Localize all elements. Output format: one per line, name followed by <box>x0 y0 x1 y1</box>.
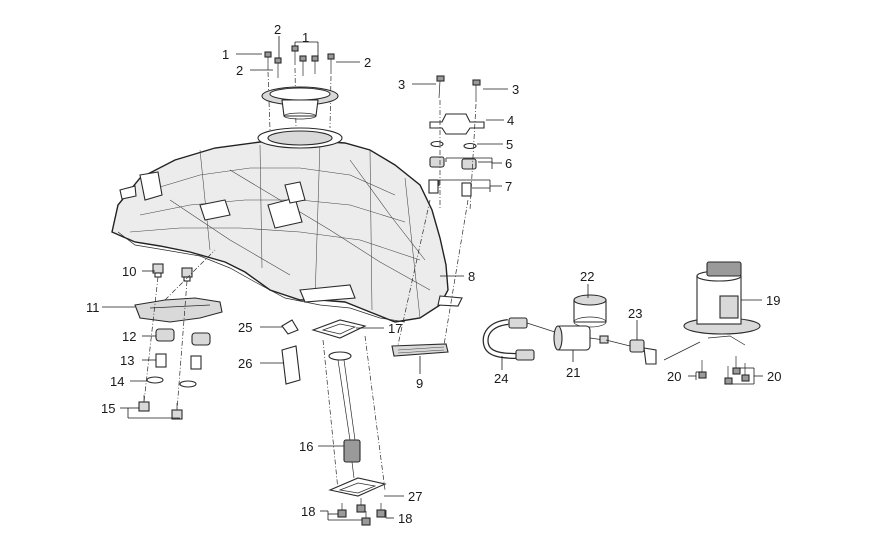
callout-21: 21 <box>566 365 580 380</box>
callout-3: 3 <box>512 82 519 97</box>
callout-6: 6 <box>505 156 512 171</box>
callout-8: 8 <box>468 269 475 284</box>
part-4-bracket <box>429 113 485 135</box>
part-13-collar <box>155 353 202 370</box>
callout-25: 25 <box>238 320 252 335</box>
callout-23: 23 <box>628 306 642 321</box>
callout-12: 12 <box>122 329 136 344</box>
bolt <box>311 55 319 74</box>
part-1-2-cap-bolts <box>264 45 335 131</box>
part-23-elbow-connector <box>605 339 657 365</box>
callout-2: 2 <box>274 22 281 37</box>
part-22-clamp <box>573 294 607 328</box>
part-3-long-bolts <box>436 75 481 102</box>
part-17-gasket-plate <box>311 319 367 339</box>
bolt <box>274 57 282 78</box>
bolt <box>299 55 307 76</box>
callout-4: 4 <box>507 113 514 128</box>
part-7-collar <box>428 179 472 197</box>
callout-15: 15 <box>101 401 115 416</box>
bolt <box>291 45 299 65</box>
callout-19: 19 <box>766 293 780 308</box>
callout-24: 24 <box>494 371 508 386</box>
part-20-screws <box>698 356 750 385</box>
callout-16: 16 <box>299 439 313 454</box>
callout-1: 1 <box>222 47 229 62</box>
callout-3: 3 <box>398 77 405 92</box>
part-11-bracket <box>134 297 223 323</box>
part-12-grommet <box>155 328 211 346</box>
callout-14: 14 <box>110 374 124 389</box>
leader-lines <box>102 36 763 521</box>
part-15-bolt <box>138 395 183 420</box>
callout-2: 2 <box>364 55 371 70</box>
part-21-fuel-filter <box>526 322 609 351</box>
part-27-base-plate <box>328 477 387 497</box>
callout-17: 17 <box>388 321 402 336</box>
part-25-clip <box>281 319 299 335</box>
fuel-tank <box>111 127 463 323</box>
fuel-cap <box>261 86 339 120</box>
part-18-screws <box>337 498 386 526</box>
part-19-fuel-pump <box>663 261 761 361</box>
callout-18: 18 <box>398 511 412 526</box>
part-9-pad <box>391 343 449 357</box>
callout-11: 11 <box>86 300 100 315</box>
callout-5: 5 <box>506 137 513 152</box>
part-5-washer <box>430 140 477 150</box>
callout-13: 13 <box>120 353 134 368</box>
callout-labels: 1 1 2 2 2 3 3 4 5 6 7 8 9 10 11 12 13 14… <box>86 22 781 526</box>
part-16-pump-tube <box>328 351 361 479</box>
bolt <box>264 51 272 70</box>
callout-20: 20 <box>667 369 681 384</box>
part-24-hose <box>482 317 535 361</box>
callout-2: 2 <box>236 63 243 78</box>
callout-26: 26 <box>238 356 252 371</box>
callout-10: 10 <box>122 264 136 279</box>
callout-22: 22 <box>580 269 594 284</box>
part-14-washer <box>146 376 197 388</box>
callout-9: 9 <box>416 376 423 391</box>
callout-1: 1 <box>302 30 309 45</box>
callout-18: 18 <box>301 504 315 519</box>
callout-27: 27 <box>408 489 422 504</box>
part-6-grommet <box>429 156 477 170</box>
part-26-sleeve <box>281 345 301 385</box>
callout-20: 20 <box>767 369 781 384</box>
bolt <box>327 53 335 74</box>
callout-7: 7 <box>505 179 512 194</box>
